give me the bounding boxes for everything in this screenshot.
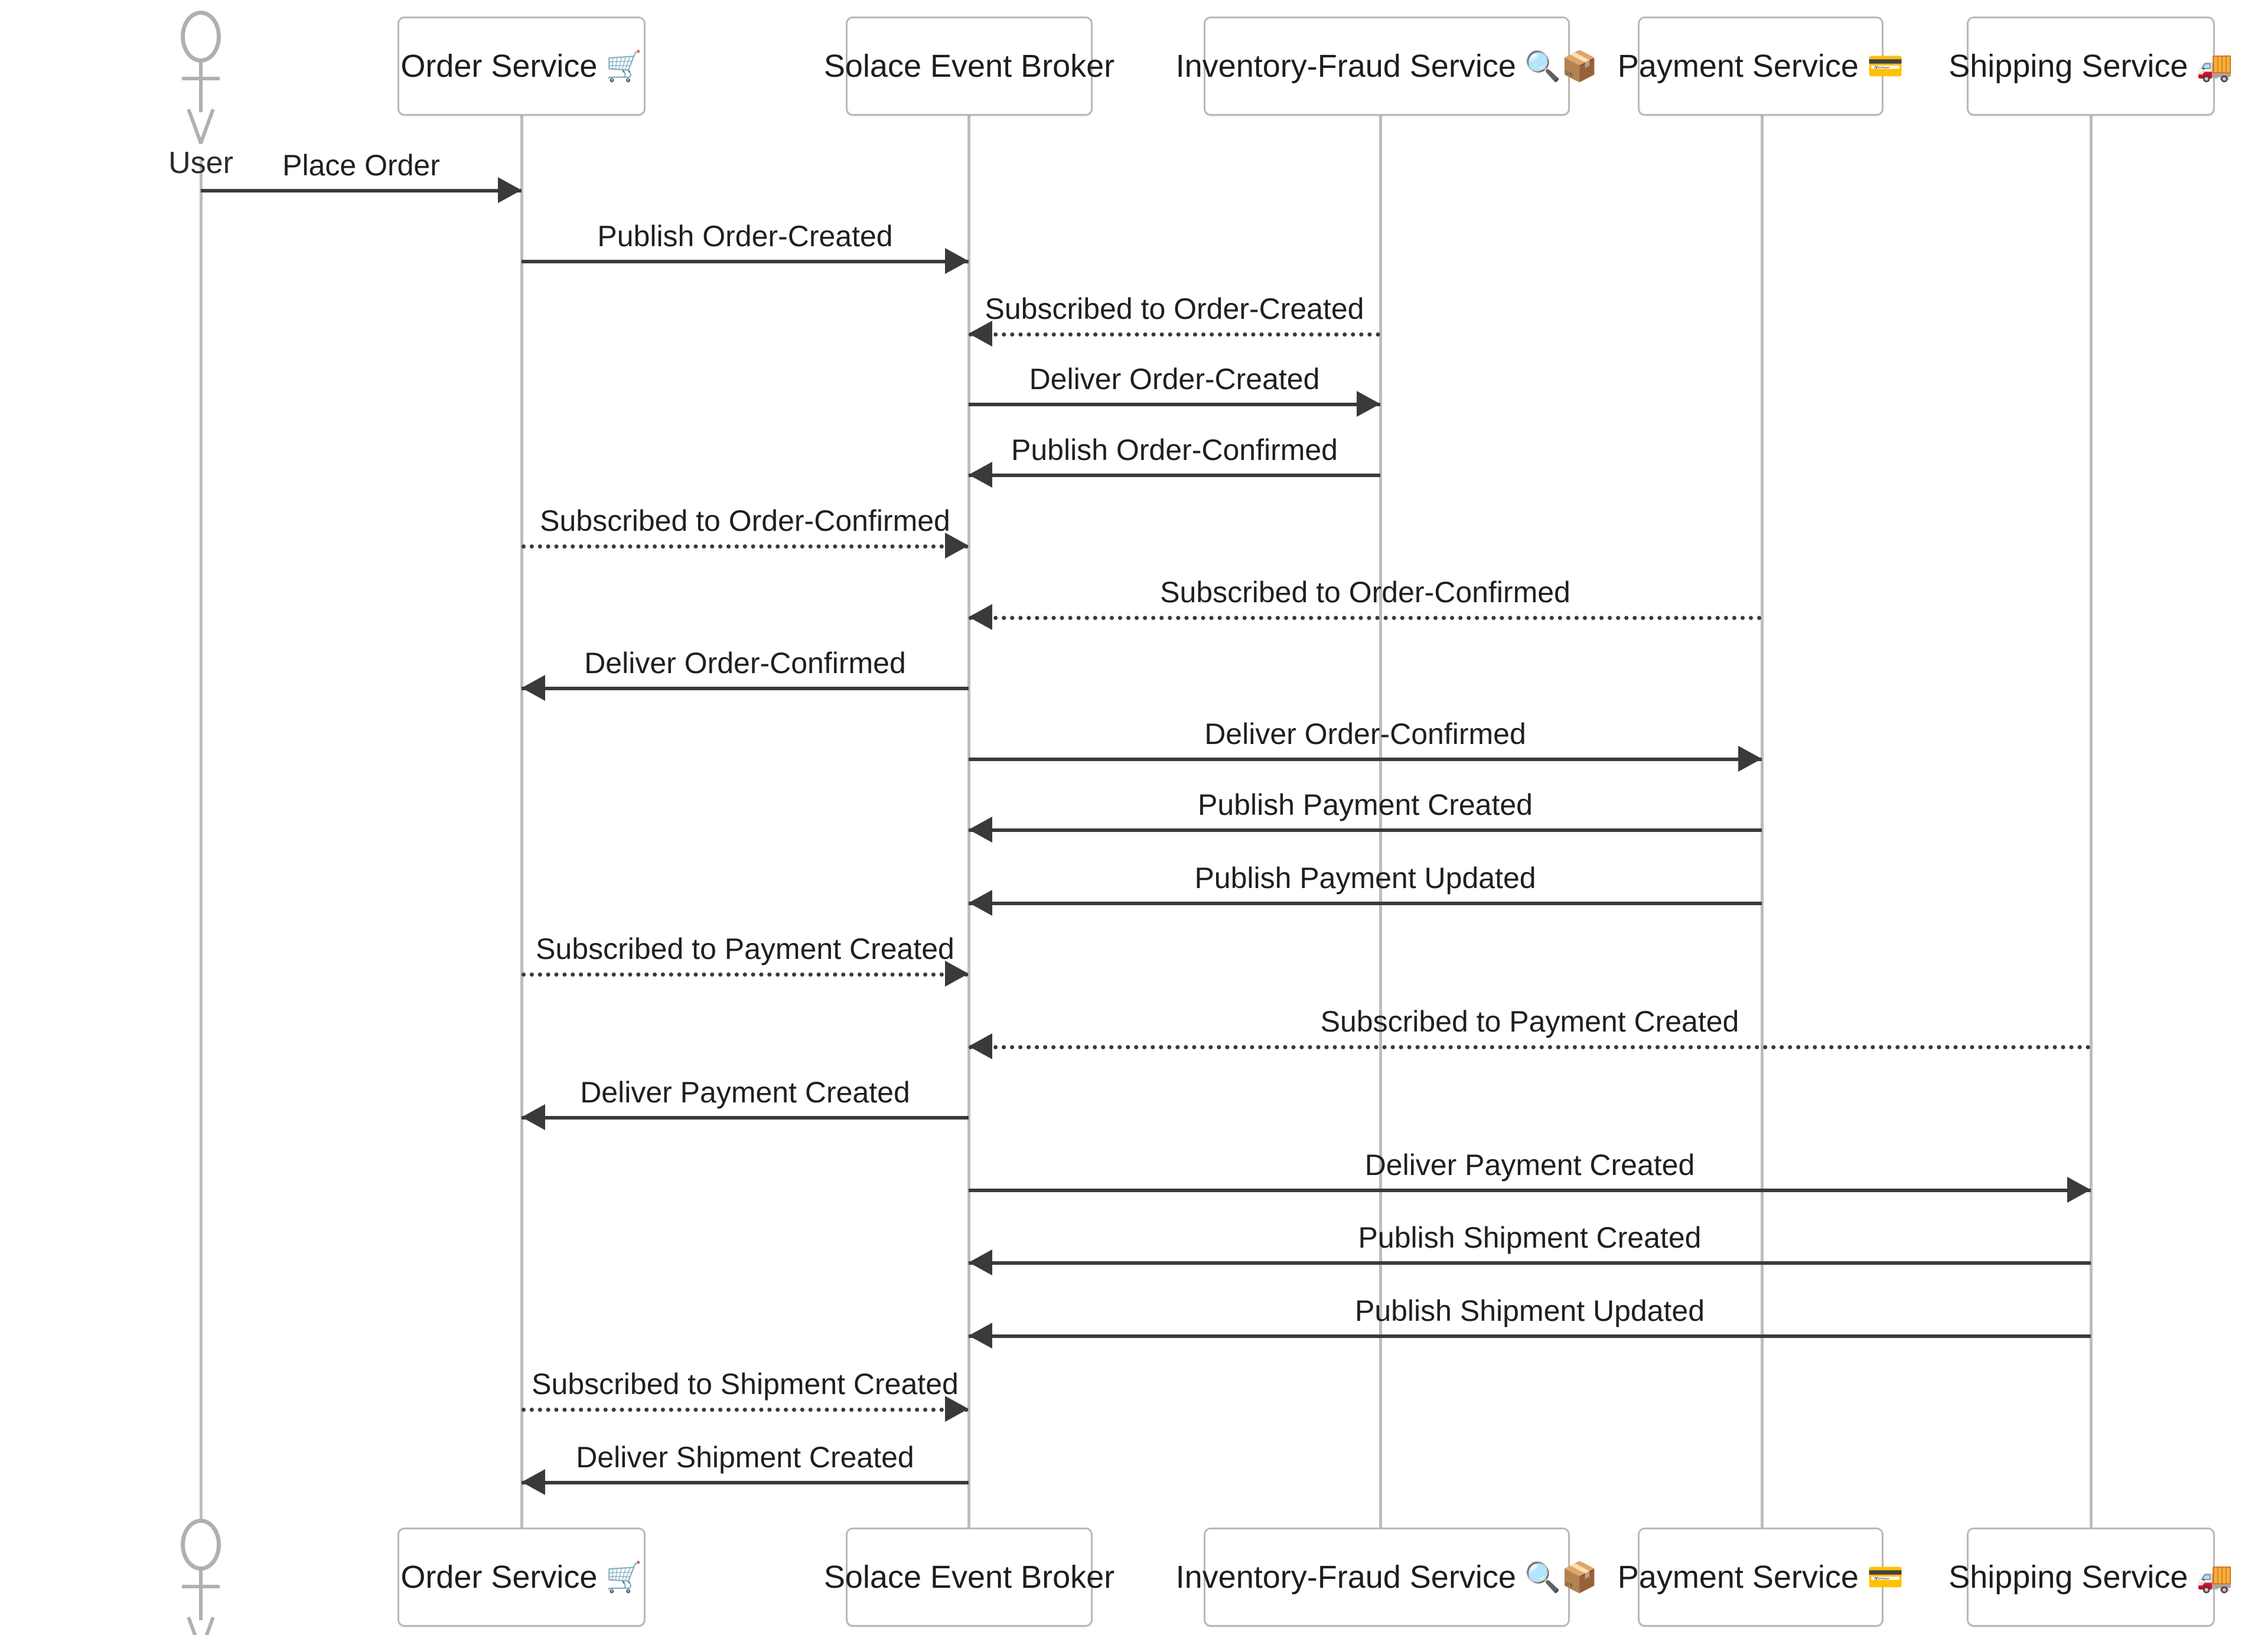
arrowhead-left-icon (969, 321, 992, 347)
arrowhead-right-icon (945, 248, 969, 274)
participant-label-shipping: Shipping Service (1948, 1559, 2188, 1595)
lifeline-shipping (2090, 116, 2093, 1528)
message-line (522, 972, 969, 977)
message-line (969, 403, 1380, 406)
message-label: Deliver Order-Created (1029, 363, 1320, 396)
message-line (522, 1408, 969, 1412)
message-line (969, 902, 1762, 905)
message-label: Deliver Payment Created (1364, 1148, 1695, 1182)
arrowhead-left-icon (969, 1033, 992, 1059)
message-line (969, 616, 1762, 620)
message-label: Publish Payment Created (1198, 788, 1533, 821)
participant-box-shipping[interactable]: Shipping Service🚚 (1948, 1528, 2233, 1627)
message-line (522, 544, 969, 549)
message-line (522, 1116, 969, 1120)
actor-head-icon (181, 11, 221, 63)
lifeline-order (520, 116, 523, 1528)
message-line (969, 1334, 2091, 1338)
participant-label-broker: Solace Event Broker (823, 48, 1115, 84)
actor-arms (182, 77, 220, 80)
message-label: Deliver Shipment Created (576, 1441, 914, 1474)
credit-card-icon: 💳 (1866, 50, 1904, 83)
message-label: Subscribed to Shipment Created (532, 1368, 959, 1401)
arrowhead-left-icon (522, 1469, 545, 1495)
message-label: Subscribed to Order-Confirmed (540, 504, 950, 537)
arrowhead-right-icon (1738, 746, 1762, 772)
arrowhead-right-icon (945, 533, 969, 559)
lifeline-inventory (1379, 116, 1382, 1528)
arrowhead-left-icon (969, 1249, 992, 1275)
magnifier-package-icon: 🔍📦 (1524, 50, 1598, 83)
arrowhead-right-icon (945, 961, 969, 987)
participant-box-order[interactable]: Order Service🛒 (397, 17, 646, 116)
message-label: Publish Shipment Created (1358, 1221, 1702, 1254)
message-label: Publish Order-Created (597, 220, 893, 253)
message-line (969, 1261, 2091, 1265)
arrowhead-left-icon (969, 1323, 992, 1349)
lifeline-payment (1761, 116, 1764, 1528)
message-line (201, 189, 522, 192)
participant-box-broker[interactable]: Solace Event Broker (824, 17, 1115, 116)
participant-box-payment[interactable]: Payment Service💳 (1618, 17, 1904, 116)
message-label: Subscribed to Order-Confirmed (1160, 576, 1570, 609)
participant-label-order: Order Service (400, 48, 598, 84)
message-label: Deliver Order-Confirmed (584, 647, 906, 680)
arrowhead-left-icon (969, 604, 992, 630)
message-line (522, 1481, 969, 1484)
actor-head-icon (181, 1519, 221, 1571)
arrowhead-left-icon (969, 817, 992, 843)
message-line (969, 828, 1762, 832)
message-label: Deliver Payment Created (580, 1076, 910, 1109)
participant-box-inventory[interactable]: Inventory-Fraud Service🔍📦 (1176, 17, 1598, 116)
actor-arms (182, 1585, 220, 1588)
actor-torso (199, 1569, 203, 1620)
message-line (969, 1189, 2091, 1192)
participant-label-broker: Solace Event Broker (823, 1559, 1115, 1595)
message-label: Publish Order-Confirmed (1011, 433, 1338, 466)
message-label: Place Order (282, 149, 440, 182)
message-label: Subscribed to Payment Created (1320, 1005, 1739, 1038)
participant-box-shipping[interactable]: Shipping Service🚚 (1948, 17, 2233, 116)
participant-label-user: User (168, 146, 233, 180)
message-label: Subscribed to Order-Created (985, 292, 1364, 325)
message-label: Publish Shipment Updated (1354, 1294, 1705, 1327)
delivery-truck-icon: 🚚 (2196, 1561, 2233, 1594)
participant-label-order: Order Service (400, 1559, 598, 1595)
delivery-truck-icon: 🚚 (2196, 50, 2233, 83)
actor-leg-right (198, 109, 215, 145)
participant-label-payment: Payment Service (1617, 1559, 1859, 1595)
message-line (522, 260, 969, 263)
message-line (969, 474, 1380, 477)
participant-box-broker[interactable]: Solace Event Broker (824, 1528, 1115, 1627)
arrowhead-left-icon (522, 675, 545, 701)
message-label: Deliver Order-Confirmed (1204, 717, 1526, 750)
message-line (969, 758, 1762, 761)
message-line (522, 687, 969, 690)
message-label: Publish Payment Updated (1194, 861, 1536, 895)
arrowhead-right-icon (2067, 1177, 2091, 1203)
arrowhead-right-icon (1357, 391, 1380, 417)
arrowhead-left-icon (969, 462, 992, 488)
participant-label-inventory: Inventory-Fraud Service (1175, 48, 1516, 84)
magnifier-package-icon: 🔍📦 (1524, 1561, 1598, 1594)
participant-box-order[interactable]: Order Service🛒 (397, 1528, 646, 1627)
actor-torso (199, 61, 203, 112)
participant-box-payment[interactable]: Payment Service💳 (1618, 1528, 1904, 1627)
participant-label-shipping: Shipping Service (1948, 48, 2188, 84)
participant-label-inventory: Inventory-Fraud Service (1175, 1559, 1516, 1595)
participant-box-inventory[interactable]: Inventory-Fraud Service🔍📦 (1176, 1528, 1598, 1627)
shopping-cart-icon: 🛒 (605, 1561, 643, 1594)
arrowhead-left-icon (522, 1104, 545, 1130)
participant-label-payment: Payment Service (1617, 48, 1859, 84)
lifeline-user (200, 158, 203, 1519)
message-label: Subscribed to Payment Created (536, 932, 954, 965)
arrowhead-right-icon (945, 1396, 969, 1422)
arrowhead-right-icon (498, 177, 522, 203)
shopping-cart-icon: 🛒 (605, 50, 643, 83)
arrowhead-left-icon (969, 890, 992, 916)
message-line (969, 332, 1380, 337)
credit-card-icon: 💳 (1866, 1561, 1904, 1594)
message-line (969, 1045, 2091, 1049)
